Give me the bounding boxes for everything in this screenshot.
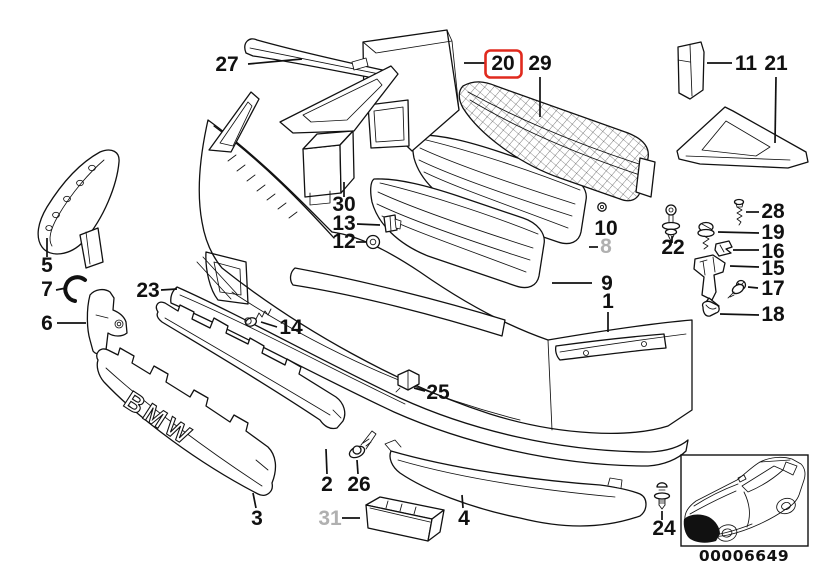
part-17-screw-drawing <box>727 279 747 299</box>
part-label-15[interactable]: 15 <box>761 257 785 280</box>
part-19-screw-drawing <box>697 221 715 250</box>
part-label-28[interactable]: 28 <box>761 200 785 223</box>
part-label-1[interactable]: 1 <box>602 290 614 313</box>
part-label-17[interactable]: 17 <box>761 277 784 300</box>
part-8-grille-drawing <box>412 134 587 245</box>
part-26-bolt-drawing <box>348 430 377 459</box>
part-22-rivet-drawing <box>661 204 681 242</box>
part-label-3[interactable]: 3 <box>251 507 263 530</box>
part-25-clamp-drawing <box>395 369 420 393</box>
part-label-14[interactable]: 14 <box>279 316 303 339</box>
part-30-mount-block-drawing <box>302 130 355 206</box>
part-label-12[interactable]: 12 <box>332 230 355 253</box>
part-label-2[interactable]: 2 <box>321 473 333 496</box>
part-6-bracket-drawing <box>86 288 128 355</box>
part-14-screw-drawing <box>244 308 272 327</box>
part-label-4[interactable]: 4 <box>458 507 470 530</box>
part-label-7[interactable]: 7 <box>41 278 53 301</box>
part-16-clip-drawing <box>714 240 733 257</box>
part-7-clip-drawing <box>63 275 87 303</box>
part-label-8[interactable]: 8 <box>600 235 612 258</box>
part-label-19[interactable]: 19 <box>761 221 784 244</box>
part-27-trim-strip-drawing <box>244 38 399 134</box>
part-label-27[interactable]: 27 <box>215 53 238 76</box>
part-label-24[interactable]: 24 <box>652 517 676 540</box>
part-24-push-rivet-drawing <box>653 482 671 510</box>
part-label-6[interactable]: 6 <box>41 312 53 335</box>
part-3-impact-absorber-drawing <box>96 347 277 496</box>
part-12-grommet-drawing <box>365 234 381 250</box>
part-label-18[interactable]: 18 <box>761 303 785 326</box>
part-5-end-cap-drawing <box>37 149 120 269</box>
part-label-21[interactable]: 21 <box>764 52 788 75</box>
part-2-impact-strip-drawing <box>155 301 346 430</box>
diagram-code: 00006649 <box>699 547 789 565</box>
part-label-9[interactable]: 9 <box>601 272 613 295</box>
part-label-30[interactable]: 30 <box>332 193 355 216</box>
part-label-11[interactable]: 11 <box>735 52 758 75</box>
part-11-bracket-drawing <box>677 41 705 100</box>
part-label-25[interactable]: 25 <box>426 381 450 404</box>
part-28-screw-drawing <box>733 198 745 226</box>
part-13-clip-drawing <box>383 214 402 233</box>
part-label-31[interactable]: 31 <box>318 507 342 530</box>
part-label-23[interactable]: 23 <box>136 279 159 302</box>
highlight-box-part-20 <box>484 49 523 79</box>
leader-lines <box>46 58 777 520</box>
part-label-29[interactable]: 29 <box>528 52 551 75</box>
part-label-20[interactable]: 20 <box>491 52 514 75</box>
highlighted-front-bumper-region <box>683 514 720 543</box>
part-21-corner-frame-drawing <box>676 106 809 169</box>
part-label-22[interactable]: 22 <box>661 236 684 259</box>
part-label-26[interactable]: 26 <box>347 473 370 496</box>
part-label-5[interactable]: 5 <box>41 254 53 277</box>
part-29-mesh-grille-drawing <box>458 81 656 202</box>
part-label-10[interactable]: 10 <box>594 217 617 240</box>
part-31-end-cap-drawing <box>365 496 445 542</box>
part-18-spring-nut-drawing <box>701 300 720 317</box>
car-locator-inset: 00006649 <box>680 454 809 565</box>
part-10-screw-drawing <box>597 202 607 212</box>
car-thumbnail <box>683 456 806 543</box>
part-9-grille-drawing <box>370 178 545 289</box>
part-label-13[interactable]: 13 <box>332 212 355 235</box>
part-label-16[interactable]: 16 <box>761 240 784 263</box>
part-4-spoiler-strip-drawing <box>384 439 647 527</box>
